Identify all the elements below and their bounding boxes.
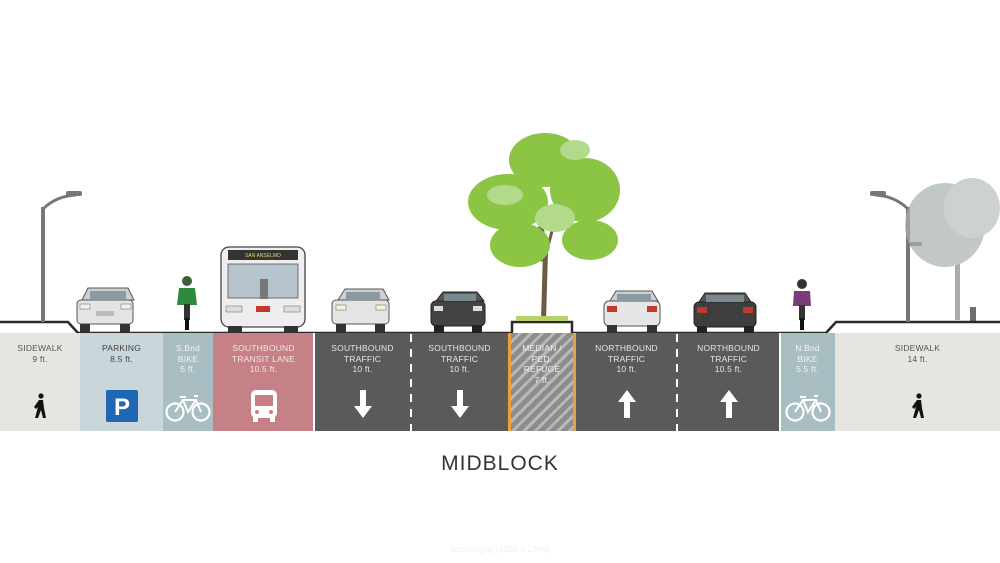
zone-nb-traffic-1: NORTHBOUND TRAFFIC 10 ft. xyxy=(576,333,677,431)
section-title: MIDBLOCK xyxy=(441,452,559,475)
tree-east xyxy=(905,178,1000,321)
bicycle-icon xyxy=(784,395,831,422)
zone-sb-bike: S.Bnd BIKE 5 ft. xyxy=(163,333,213,431)
streetlight-west xyxy=(41,191,82,322)
zone-sb-transit: SOUTHBOUND TRANSIT LANE 10.5 ft. xyxy=(213,333,314,431)
curb-profile xyxy=(0,320,1000,335)
pedestrian-icon xyxy=(34,393,46,418)
zone-parking: PARKING 8.5 ft. P xyxy=(80,333,163,431)
cyclist-northbound xyxy=(793,279,811,330)
down-arrow-icon xyxy=(353,390,372,418)
zone-median: MEDIAN / PED. REFUGE 7 ft. xyxy=(508,333,576,431)
zone-label: SOUTHBOUND TRAFFIC 10 ft. xyxy=(428,343,491,374)
car-southbound-white xyxy=(331,288,390,332)
zone-label: MEDIAN / PED. REFUGE 7 ft. xyxy=(522,343,562,385)
zone-label: SOUTHBOUND TRANSIT LANE 10.5 ft. xyxy=(231,343,296,374)
zone-sidewalk-west: SIDEWALK 9 ft. xyxy=(0,333,80,431)
up-arrow-icon xyxy=(617,390,636,418)
car-northbound-dark xyxy=(693,292,757,334)
pedestrian-icon xyxy=(911,393,924,418)
bus-destination-sign: SAN ANSELMO xyxy=(245,253,281,259)
image-credit: section.jpg (4800 x 2400) xyxy=(449,544,551,554)
bus xyxy=(220,246,306,333)
zone-sb-traffic-1: SOUTHBOUND TRAFFIC 10 ft. xyxy=(314,333,411,431)
zone-label: NORTHBOUND TRAFFIC 10 ft. xyxy=(595,343,658,374)
bicycle-icon xyxy=(165,395,211,422)
zone-label: NORTHBOUND TRAFFIC 10.5 ft. xyxy=(697,343,760,374)
up-arrow-icon xyxy=(719,390,738,418)
zone-sidewalk-east: SIDEWALK 14 ft. xyxy=(835,333,1000,431)
zone-nb-traffic-2: NORTHBOUND TRAFFIC 10.5 ft. xyxy=(677,333,780,431)
car-southbound-dark xyxy=(430,291,486,333)
zone-sb-traffic-2: SOUTHBOUND TRAFFIC 10 ft. xyxy=(411,333,508,431)
zone-label: PARKING 8.5 ft. xyxy=(101,343,142,364)
zone-label: S.Bnd BIKE 5 ft. xyxy=(175,343,201,374)
zone-label: SIDEWALK 14 ft. xyxy=(894,343,941,364)
zone-label: SOUTHBOUND TRAFFIC 10 ft. xyxy=(331,343,394,374)
tree-median xyxy=(468,133,620,321)
down-arrow-icon xyxy=(450,390,469,418)
car-northbound-white xyxy=(603,290,661,333)
parking-sign-icon: P xyxy=(105,390,138,422)
zone-nb-bike: N.Bnd BIKE 5.5 ft. xyxy=(780,333,835,431)
zone-label: N.Bnd BIKE 5.5 ft. xyxy=(795,343,820,374)
svg-text:P: P xyxy=(113,394,129,421)
cyclist-southbound xyxy=(177,276,197,330)
bus-icon xyxy=(250,390,277,422)
car-parked xyxy=(76,287,135,332)
zone-label: SIDEWALK 9 ft. xyxy=(17,343,63,364)
